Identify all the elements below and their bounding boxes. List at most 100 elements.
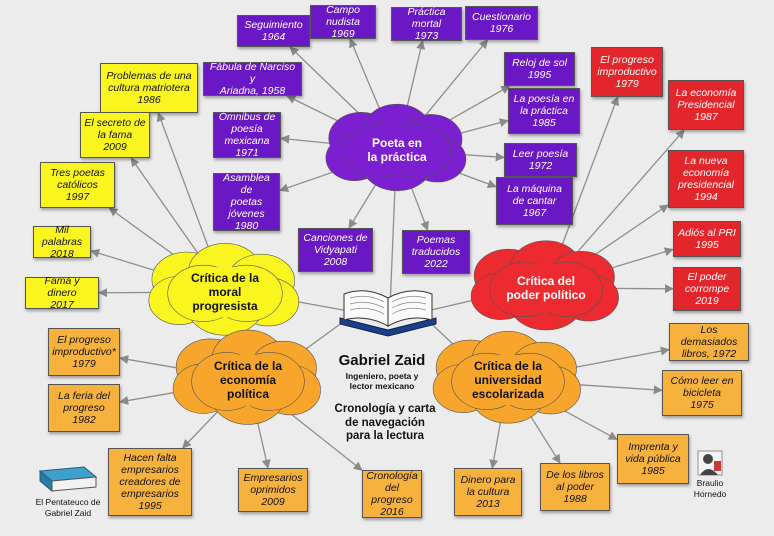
book-title-line: La máquina (507, 183, 562, 195)
center-caption-line: para la lectura (346, 430, 424, 442)
hub-cloud-poder (470, 240, 619, 331)
book-year: 1973 (414, 30, 439, 42)
book-title-line: presidencial (677, 179, 735, 191)
book-year: 1969 (331, 28, 355, 40)
book-year: 1995 (138, 500, 162, 512)
hub-cloud-moral (148, 243, 300, 336)
open-book-icon (339, 290, 437, 337)
book-title-line: Ariadna, 1958 (219, 85, 286, 97)
book-title-line: al poder (556, 481, 594, 493)
book-title-line: El progreso (600, 54, 654, 66)
book-year: 2018 (50, 248, 74, 260)
center-subtitle-line: Ingeniero, poeta y (345, 371, 419, 381)
book-title-line: cultura matriotera (108, 82, 190, 94)
corner-left-caption: El Pentateuco de Gabriel Zaid (18, 497, 118, 519)
book-title-line: oprimidos (250, 484, 296, 496)
book-title-line: Cronología (366, 470, 418, 482)
book-title-line: jóvenes (228, 208, 265, 220)
book-title-line: Mil palabras (41, 224, 83, 248)
book-year: 1995 (695, 239, 719, 251)
book-title-line: del progreso (371, 482, 413, 506)
book-year: 2013 (476, 498, 500, 510)
book-year: 1987 (694, 111, 718, 123)
book-year: 1976 (489, 23, 514, 35)
book-year: 1986 (137, 94, 161, 106)
book-title-line: Asamblea de (223, 172, 270, 196)
book-title-line: Seguimiento (244, 19, 303, 31)
book-title-line: economía (682, 167, 730, 179)
book-title-line: la cultura (466, 486, 510, 498)
branch-connector (348, 180, 379, 229)
book-title-line: Fama y dinero (44, 275, 80, 299)
hub-label-line: política (226, 387, 269, 401)
book-year: 1972 (528, 160, 553, 172)
hub-cloud-poeta (325, 103, 467, 192)
corner-right-caption: Braulio Hornedo (680, 478, 740, 500)
book-title-line: Imprenta y (628, 441, 678, 453)
book-title-line: Problemas de una (106, 70, 192, 82)
book-title-line: La nueva (684, 155, 728, 167)
closed-book-icon (38, 466, 98, 493)
book-title-line: Adiós al PRI (678, 227, 736, 239)
book-year: 1988 (563, 493, 587, 505)
book-title-line: Leer poesía (512, 148, 569, 160)
book-title-line: Vidyapati (313, 244, 357, 256)
branch-connector (130, 157, 203, 260)
book-title-line: bicicleta (683, 387, 721, 399)
book-title-line: mexicana (224, 135, 270, 147)
book-title-line: Empresarios (243, 472, 303, 484)
book-year: 1971 (235, 147, 259, 159)
book-title-line: Reloj de sol (512, 57, 567, 69)
book-year: 1980 (234, 220, 259, 232)
book-title-line: Canciones de (303, 232, 368, 244)
book-title-line: creadores de (119, 476, 181, 488)
book-year: 1982 (72, 414, 96, 426)
book-year: 1964 (261, 31, 286, 43)
book-title-line: La poesía en (513, 93, 575, 105)
book-year: 1985 (641, 465, 665, 477)
book-title-line: Ómnibus de (218, 111, 276, 123)
center-caption-line: de navegación (345, 416, 425, 429)
book-title-line: Cómo leer en (670, 375, 734, 387)
book-year: 2019 (695, 295, 719, 307)
center-title: Gabriel Zaid (338, 352, 426, 369)
book-title-line: católicos (57, 179, 98, 191)
book-title-line: Hacen falta (123, 452, 177, 464)
book-title-line: Dinero para (460, 474, 516, 486)
book-title-line: improductivo* (52, 346, 116, 358)
branch-connector (583, 204, 669, 263)
book-title-line: Cuestionario (472, 11, 531, 23)
book-title-line: corrompe (684, 283, 730, 295)
branch-connector (527, 412, 561, 464)
corner-right-line: Braulio (696, 478, 724, 488)
book-title-line: Tres poetas (50, 167, 105, 179)
book-title-line: Los demasiados (680, 324, 738, 348)
branch-connector (572, 129, 685, 259)
book-title-line: la fama (97, 129, 133, 141)
book-title-line: Presidencial (677, 99, 735, 111)
book-title-line: El secreto de (84, 117, 146, 129)
book-title-line: El progreso (57, 334, 111, 346)
branch-connector (289, 46, 369, 123)
branch-connector (404, 40, 426, 118)
